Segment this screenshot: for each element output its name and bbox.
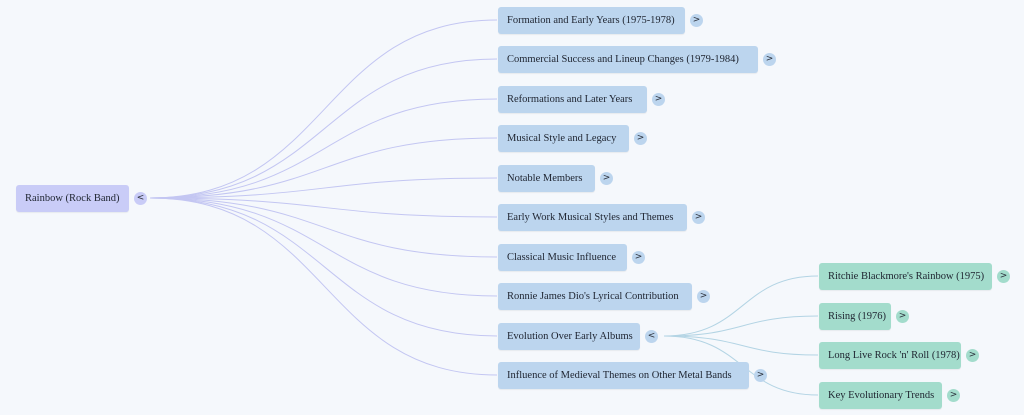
connector-topic-7 <box>149 197 498 258</box>
topic-expand-toggle[interactable]: > <box>632 251 645 264</box>
topic-node-musical-style[interactable]: Musical Style and Legacy <box>498 125 629 152</box>
subtopic-label: Ritchie Blackmore's Rainbow (1975) <box>828 271 985 282</box>
topic-node-medieval-influence[interactable]: Influence of Medieval Themes on Other Me… <box>498 362 749 389</box>
topic-expand-toggle[interactable]: > <box>692 211 705 224</box>
topic-label: Musical Style and Legacy <box>507 133 617 144</box>
subtopic-expand-toggle[interactable]: > <box>947 389 960 402</box>
connector-topic-4 <box>149 137 498 199</box>
subtopic-expand-toggle[interactable]: > <box>966 349 979 362</box>
subtopic-node-long-live-rock[interactable]: Long Live Rock 'n' Roll (1978) <box>819 342 961 369</box>
connector-topic-6 <box>149 197 498 218</box>
topic-label: Classical Music Influence <box>507 252 617 263</box>
topic-label: Reformations and Later Years <box>507 94 633 105</box>
connector-topic-9 <box>149 197 498 337</box>
root-collapse-toggle[interactable]: < <box>134 192 147 205</box>
topic-expand-toggle[interactable]: > <box>763 53 776 66</box>
topic-node-classical-influence[interactable]: Classical Music Influence <box>498 244 627 271</box>
topic-expand-toggle[interactable]: > <box>600 172 613 185</box>
topic-expand-toggle[interactable]: > <box>754 369 767 382</box>
topic-label: Notable Members <box>507 173 583 184</box>
subtopic-node-rising-1976[interactable]: Rising (1976) <box>819 303 891 330</box>
root-connectors <box>149 19 498 376</box>
subtopic-label: Key Evolutionary Trends <box>828 390 935 401</box>
subtopic-node-rainbow-1975[interactable]: Ritchie Blackmore's Rainbow (1975) <box>819 263 992 290</box>
topic-expand-toggle[interactable]: > <box>690 14 703 27</box>
root-node[interactable]: Rainbow (Rock Band) <box>16 185 129 212</box>
connector-sub-1 <box>663 275 819 337</box>
topic-node-dio-lyrics[interactable]: Ronnie James Dio's Lyrical Contribution <box>498 283 692 310</box>
topic-label: Ronnie James Dio's Lyrical Contribution <box>507 291 679 302</box>
topic-node-evolution-albums[interactable]: Evolution Over Early Albums <box>498 323 640 350</box>
subtopic-label: Long Live Rock 'n' Roll (1978) <box>828 350 960 361</box>
subtopic-node-key-trends[interactable]: Key Evolutionary Trends <box>819 382 942 409</box>
topic-label: Evolution Over Early Albums <box>507 331 633 342</box>
subtopic-expand-toggle[interactable]: > <box>997 270 1010 283</box>
topic-node-early-work[interactable]: Early Work Musical Styles and Themes <box>498 204 687 231</box>
subtopic-label: Rising (1976) <box>828 311 887 322</box>
topic-collapse-toggle[interactable]: < <box>645 330 658 343</box>
topic-expand-toggle[interactable]: > <box>634 132 647 145</box>
connector-topic-2 <box>149 58 498 199</box>
topic-node-reformations[interactable]: Reformations and Later Years <box>498 86 647 113</box>
connector-topic-1 <box>149 19 498 199</box>
root-label: Rainbow (Rock Band) <box>25 193 120 204</box>
topic-expand-toggle[interactable]: > <box>697 290 710 303</box>
connector-topic-8 <box>149 197 498 297</box>
connector-topic-5 <box>149 177 498 199</box>
topic-node-notable-members[interactable]: Notable Members <box>498 165 595 192</box>
subtopic-expand-toggle[interactable]: > <box>896 310 909 323</box>
topic-label: Influence of Medieval Themes on Other Me… <box>507 370 732 381</box>
topic-node-formation[interactable]: Formation and Early Years (1975-1978) <box>498 7 685 34</box>
topic-expand-toggle[interactable]: > <box>652 93 665 106</box>
topic-node-commercial-success[interactable]: Commercial Success and Lineup Changes (1… <box>498 46 758 73</box>
topic-label: Formation and Early Years (1975-1978) <box>507 15 675 26</box>
connector-sub-3 <box>663 335 819 356</box>
topic-label: Early Work Musical Styles and Themes <box>507 212 674 223</box>
connector-sub-2 <box>663 315 819 337</box>
connector-topic-10 <box>149 197 498 376</box>
connector-topic-3 <box>149 98 498 199</box>
topic-label: Commercial Success and Lineup Changes (1… <box>507 54 739 65</box>
